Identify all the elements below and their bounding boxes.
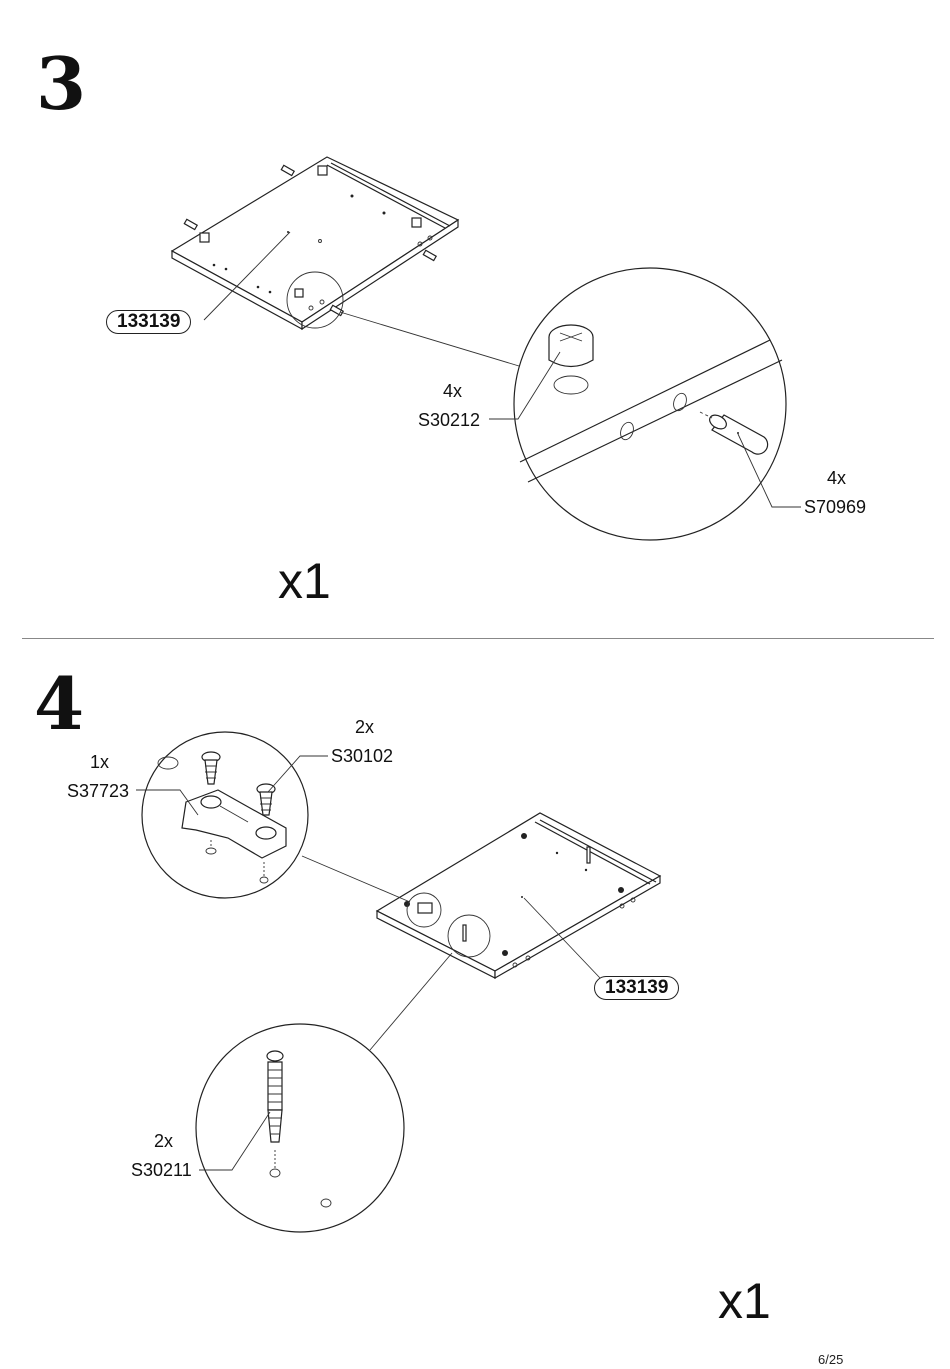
step3-panel-code: 133139 (106, 310, 192, 334)
step4-panel-code: 133139 (594, 976, 680, 1000)
step4-part-2-code: S37723 (67, 781, 130, 801)
step3-part-1-code: S30212 (418, 410, 481, 430)
step3-panel-drawing (170, 156, 520, 367)
step-3-number: 3 (36, 41, 87, 126)
step4-part-1-count: 2x (355, 717, 375, 737)
step3-part-1-count: 4x (443, 381, 463, 401)
step4-quantity: x1 (718, 1273, 771, 1329)
step4-part-2-count: 1x (90, 752, 110, 772)
step-4-number: 4 (34, 661, 85, 746)
step4-part-3-count: 2x (154, 1131, 174, 1151)
step-divider (22, 638, 934, 639)
page-number: 6/25 (818, 1352, 844, 1367)
step3-part-2-code: S70969 (804, 497, 867, 517)
step4-upper-detail-circle (136, 731, 328, 899)
step4-part-3-code: S30211 (131, 1160, 192, 1180)
step4-part-1-code: S30102 (331, 746, 394, 766)
step3-detail-circle (489, 267, 801, 541)
step3-part-2-count: 4x (827, 468, 847, 488)
step4-panel-drawing (301, 812, 662, 1051)
step3-quantity: x1 (278, 553, 331, 609)
step4-lower-detail-circle (195, 1023, 405, 1233)
